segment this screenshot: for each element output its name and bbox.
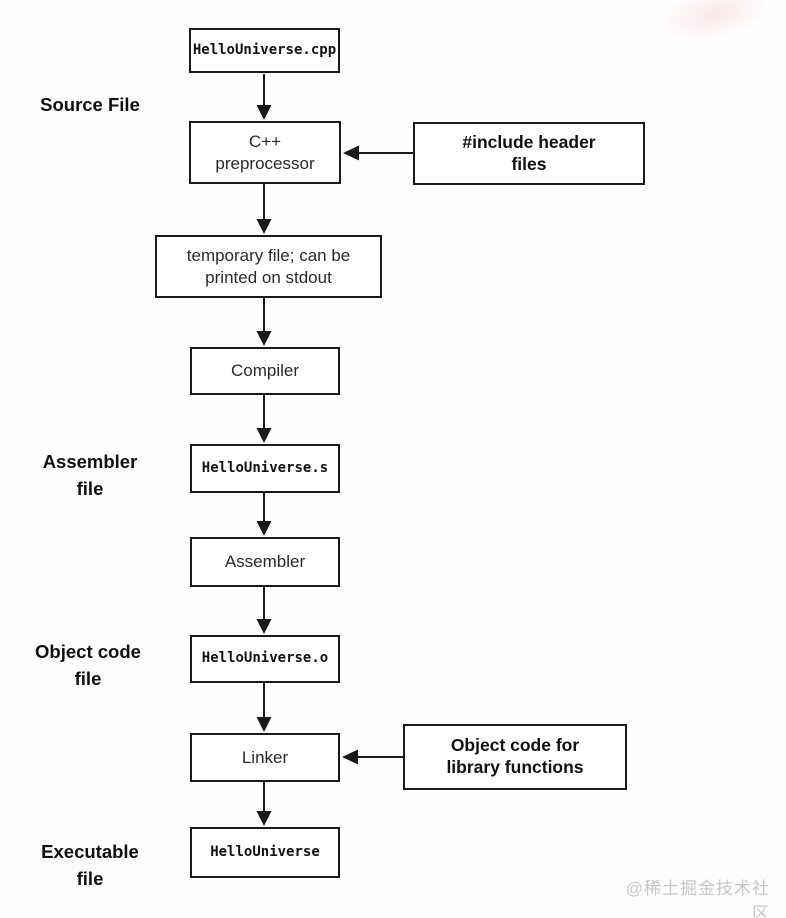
arrow-down-icon [256,184,272,234]
arrow-left-icon [343,145,413,161]
node-compiler: Compiler [190,347,340,395]
stage-label-source-file: Source File [40,94,140,115]
stage-label-executable-file: Executable file [41,841,139,889]
node-temporary-file: temporary file; can be printed on stdout [155,235,382,298]
node-object-file: HelloUniverse.o [190,635,340,683]
node-library-objects: Object code for library functions [403,724,627,790]
watermark: @稀土掘金技术社区 [625,879,770,918]
node-assembler-file: HelloUniverse.s [190,444,340,493]
arrow-left-icon [342,749,403,765]
node-assembler: Assembler [190,537,340,587]
arrow-down-icon [256,587,272,634]
arrow-down-icon [256,395,272,443]
node-preprocessor: C++ preprocessor [189,121,341,184]
arrow-down-icon [256,782,272,826]
node-source-file: HelloUniverse.cpp [189,28,340,73]
arrow-down-icon [256,683,272,732]
arrow-down-icon [256,298,272,346]
stage-label-object-code-file: Object code file [35,641,141,689]
node-linker: Linker [190,733,340,782]
node-include-headers: #include header files [413,122,645,185]
node-executable: HelloUniverse [190,827,340,878]
background-artifact [650,0,780,52]
stage-label-assembler-file: Assembler file [42,451,138,499]
arrow-down-icon [256,74,272,120]
arrow-down-icon [256,493,272,536]
